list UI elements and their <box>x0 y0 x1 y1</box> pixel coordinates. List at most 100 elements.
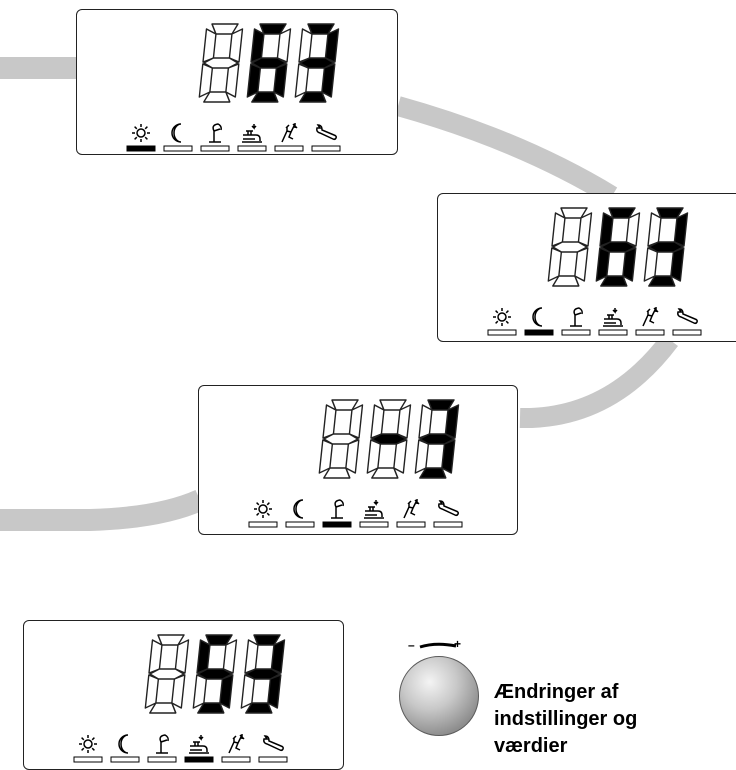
wrench-icon <box>316 124 337 141</box>
mode-indicator-bar <box>147 756 177 763</box>
mode-indicator-bar <box>126 145 156 152</box>
lcd-screen <box>487 207 702 336</box>
legionella-icon <box>281 123 298 143</box>
mode-indicator-bar <box>635 329 665 336</box>
moon-icon <box>293 499 304 519</box>
mode-indicator-bar <box>221 756 251 763</box>
segment-f <box>250 28 265 63</box>
segment-d <box>552 275 580 287</box>
mode-indicator-bar <box>163 145 193 152</box>
segment-c <box>345 439 360 474</box>
segment-f <box>599 212 614 247</box>
lcd-digit-3 <box>643 207 689 287</box>
legionella-icon <box>228 734 245 754</box>
segment-d <box>419 467 447 479</box>
tap-icon <box>364 500 384 519</box>
segment-f <box>244 639 259 674</box>
lcd-digit-1 <box>144 634 190 714</box>
frost-icon <box>331 499 344 519</box>
segment-f <box>647 212 662 247</box>
knob-caption: Ændringer af indstillinger og værdier <box>494 679 734 760</box>
segment-d <box>323 467 351 479</box>
segment-g <box>371 433 407 445</box>
segment-c <box>441 439 456 474</box>
segment-c <box>393 439 408 474</box>
lcd-digit-1 <box>547 207 593 287</box>
lcd-digit-2 <box>192 634 238 714</box>
segment-g <box>419 433 455 445</box>
knob-scale: – + <box>408 638 461 652</box>
mode-indicator-bar <box>524 329 554 336</box>
lcd-digit-3 <box>414 399 460 479</box>
segment-d <box>245 702 273 714</box>
tap-icon <box>242 124 262 143</box>
knob-minus-label: – <box>408 638 415 652</box>
display-panel-2 <box>437 193 736 342</box>
segment-c <box>273 63 288 98</box>
segment-g <box>197 668 233 680</box>
segment-f <box>196 639 211 674</box>
moon-icon <box>532 307 543 327</box>
mode-indicator-bar <box>322 521 352 528</box>
display-panel-3 <box>198 385 518 535</box>
sun-icon <box>132 124 150 142</box>
segment-f <box>322 404 337 439</box>
legionella-icon <box>642 307 659 327</box>
mode-indicator-bar <box>73 756 103 763</box>
mode-indicator-bar <box>561 329 591 336</box>
sun-icon <box>79 735 97 753</box>
lcd-digit-3 <box>294 23 340 103</box>
lcd-digit-2 <box>595 207 641 287</box>
moon-icon <box>171 123 182 143</box>
mode-indicator-bar <box>200 145 230 152</box>
mode-indicator-bar <box>311 145 341 152</box>
segment-d <box>600 275 628 287</box>
segment-f <box>148 639 163 674</box>
segment-g <box>251 57 287 69</box>
segment-c <box>321 63 336 98</box>
mode-indicator-bar <box>487 329 517 336</box>
moon-icon <box>118 734 129 754</box>
mode-indicator-bar <box>598 329 628 336</box>
segment-g <box>323 433 359 445</box>
segment-c <box>219 674 234 709</box>
wrench-icon <box>263 735 284 752</box>
segment-c <box>267 674 282 709</box>
caption-line-3: værdier <box>494 735 568 757</box>
segment-f <box>298 28 313 63</box>
legionella-icon <box>403 499 420 519</box>
sun-icon <box>493 308 511 326</box>
adjustment-knob[interactable] <box>399 656 479 736</box>
display-panel-1 <box>76 9 398 155</box>
lcd-digit-2 <box>366 399 412 479</box>
segment-d <box>203 91 231 103</box>
frost-icon <box>156 734 169 754</box>
segment-g <box>245 668 281 680</box>
wrench-icon <box>438 500 459 517</box>
mode-indicator-bar <box>110 756 140 763</box>
caption-line-1: Ændringer af <box>494 681 619 703</box>
lcd-digit-1 <box>198 23 244 103</box>
lcd-digit-2 <box>246 23 292 103</box>
segment-g <box>552 241 588 253</box>
segment-d <box>197 702 225 714</box>
segment-c <box>574 247 589 282</box>
tap-icon <box>603 308 623 327</box>
mode-indicator-bar <box>433 521 463 528</box>
segment-c <box>670 247 685 282</box>
mode-indicator-bar <box>285 521 315 528</box>
mode-indicator-bar <box>396 521 426 528</box>
mode-indicator-bar <box>258 756 288 763</box>
mode-indicator-bar <box>237 145 267 152</box>
segment-d <box>251 91 279 103</box>
wrench-icon <box>677 308 698 325</box>
segment-d <box>648 275 676 287</box>
mode-indicator-bar <box>274 145 304 152</box>
segment-c <box>622 247 637 282</box>
segment-g <box>149 668 185 680</box>
segment-c <box>171 674 186 709</box>
lcd-screen <box>73 634 288 763</box>
frost-icon <box>209 123 222 143</box>
segment-g <box>203 57 239 69</box>
lcd-digit-1 <box>318 399 364 479</box>
